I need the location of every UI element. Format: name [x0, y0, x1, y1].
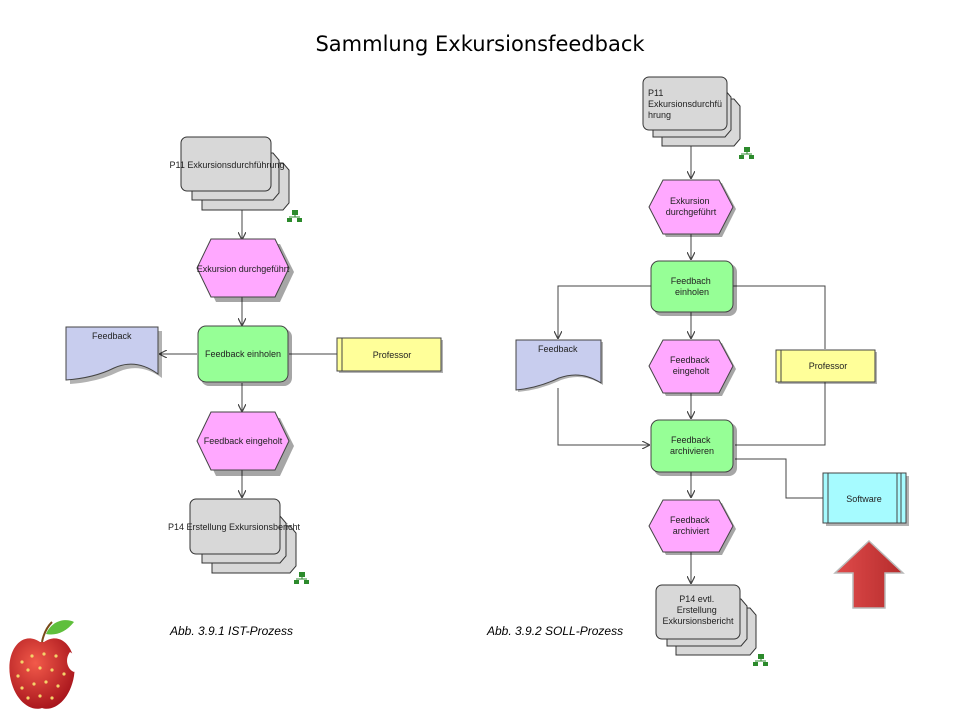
ist-caption: Abb. 3.9.1 IST-Prozess [170, 624, 293, 638]
svg-text:Feedback eingeholt: Feedback eingeholt [670, 355, 712, 376]
ist-event-1-label: Exkursion durchgeführt [197, 264, 290, 274]
ist-function-label: Feedback einholen [205, 349, 281, 359]
soll-function-1-line-2: einholen [675, 287, 709, 297]
ist-role-label: Professor [373, 350, 412, 360]
ist-event-feedback-eingeholt: Feedback eingeholt [196, 411, 294, 476]
soll-event-3-line-1: Feedback [670, 515, 710, 525]
soll-system-label: Software [846, 494, 882, 504]
soll-process-interface-end: P14 evtl. Erstellung Exkursionsbericht [655, 584, 757, 656]
ist-process-start-label: P11 Exkursionsdurchführung [170, 160, 285, 170]
ist-event-exkursion-durchgefuehrt: Exkursion durchgeführt [196, 238, 294, 302]
ist-process: P11 Exkursionsdurchführung Exkursion dur… [65, 136, 443, 584]
ist-role-professor: Professor [336, 337, 443, 373]
soll-process-end-line-3: Exkursionsbericht [662, 616, 734, 626]
soll-process-start-line-1: P11 [648, 88, 663, 98]
soll-process-icon-2 [753, 654, 768, 666]
soll-process: P11 Exkursionsdurchfü hrung Exkursion du… [515, 76, 909, 666]
svg-text:Feedbach einholen: Feedbach einholen [671, 276, 714, 297]
soll-event-2-line-1: Feedback [670, 355, 710, 365]
ist-process-interface-end: P14 Erstellung Exkursionsbericht [168, 498, 301, 574]
soll-function-feedback-archivieren: Feedback archivieren [650, 419, 737, 476]
soll-system-software: Software [822, 472, 909, 526]
ist-process-end-label: P14 Erstellung Exkursionsbericht [168, 522, 301, 532]
up-arrow-icon [833, 539, 905, 609]
soll-process-icon-1 [739, 147, 754, 159]
ist-document-label: Feedback [92, 331, 132, 341]
soll-function-1-line-1: Feedbach [671, 276, 711, 286]
soll-function-2-line-1: Feedback [671, 435, 711, 445]
svg-text:P14 evtl. Erstellung: P14 evtl. Erstellung Exkursionsbericht [662, 594, 734, 626]
ist-process-interface-start: P11 Exkursionsdurchführung [170, 136, 290, 211]
svg-text:Feedback archiviert: Feedback archiviert [670, 515, 712, 536]
soll-event-feedback-eingeholt: Feedback eingeholt [648, 339, 736, 396]
soll-event-exkursion-durchgefuehrt: Exkursion durchgeführt [648, 179, 736, 237]
soll-function-feedback-einholen: Feedbach einholen [650, 260, 737, 316]
ist-process-icon-2 [294, 572, 309, 584]
soll-process-interface-start: P11 Exkursionsdurchfü hrung [642, 76, 741, 147]
svg-text:P11 Exkursionsdurchfü: P11 Exkursionsdurchfü hrung [648, 88, 725, 120]
soll-document-label: Feedback [538, 344, 578, 354]
soll-event-feedback-archiviert: Feedback archiviert [648, 499, 736, 555]
soll-function-2-line-2: archivieren [670, 446, 714, 456]
svg-text:Feedback archivieren: Feedback archivieren [670, 435, 714, 456]
soll-connectors [558, 131, 826, 583]
svg-text:Exkursion durchgeführt: Exkursion durchgeführt [666, 196, 717, 217]
soll-event-3-line-2: archiviert [673, 526, 710, 536]
ist-process-icon-1 [287, 210, 302, 222]
soll-role-label: Professor [809, 361, 848, 371]
ist-function-feedback-einholen: Feedback einholen [197, 325, 292, 386]
soll-event-1-line-1: Exkursion [670, 196, 710, 206]
strawberry-apple-icon [9, 620, 78, 709]
slide-title: Sammlung Exkursionsfeedback [315, 32, 645, 56]
soll-process-start-line-2: Exkursionsdurchfü [648, 99, 722, 109]
soll-process-start-line-3: hrung [648, 110, 671, 120]
soll-caption: Abb. 3.9.2 SOLL-Prozess [487, 624, 624, 638]
soll-process-end-line-1: P14 evtl. [679, 594, 714, 604]
ist-event-2-label: Feedback eingeholt [204, 436, 283, 446]
ist-document-feedback: Feedback [65, 326, 162, 384]
soll-event-2-line-2: eingeholt [673, 366, 710, 376]
soll-document-feedback: Feedback [515, 339, 603, 392]
soll-event-1-line-2: durchgeführt [666, 207, 717, 217]
soll-role-professor: Professor [775, 349, 877, 384]
soll-process-end-line-2: Erstellung [677, 605, 717, 615]
